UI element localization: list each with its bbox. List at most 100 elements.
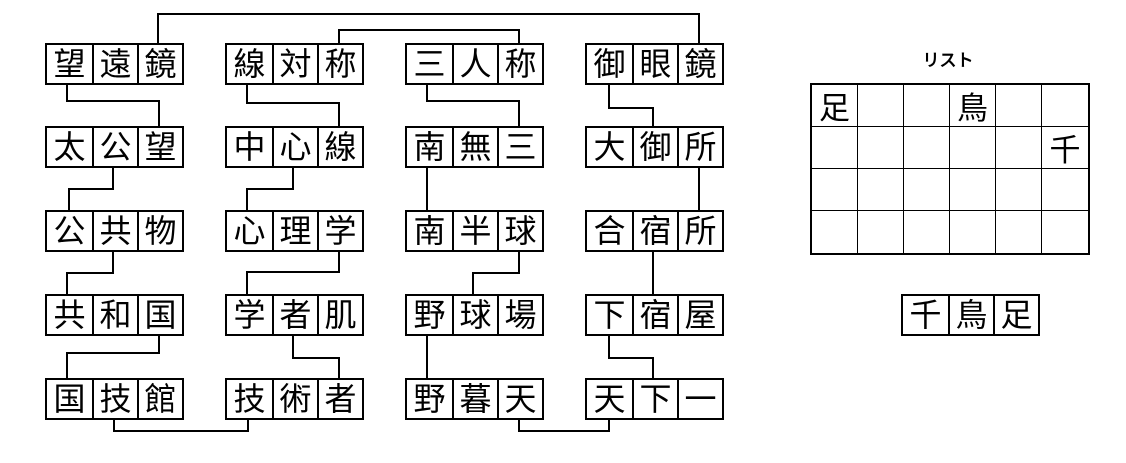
- kanji-cell: 一: [677, 380, 722, 418]
- list-cell[interactable]: 足: [812, 85, 858, 127]
- kanji-cell: 人: [452, 45, 497, 83]
- kanji-cell: 千: [909, 296, 942, 334]
- connector-gaku: [338, 252, 340, 273]
- word-box-gijutsusha: 技 術 者: [225, 378, 364, 420]
- connector-gi: [247, 420, 249, 432]
- word-box-kyouwakoku: 共 和 国: [45, 294, 184, 336]
- connector-kyuu: [518, 252, 520, 274]
- word-box-taikoubou: 太 公 望: [45, 126, 184, 168]
- list-cell[interactable]: [1042, 169, 1088, 211]
- connector-shin: [246, 188, 294, 190]
- word-box-yakyuujou: 野 球 場: [405, 294, 544, 336]
- list-cell[interactable]: 千: [1042, 127, 1088, 169]
- connector-ten: [518, 430, 610, 432]
- list-cell[interactable]: [950, 127, 996, 169]
- list-cell[interactable]: [858, 169, 904, 211]
- kanji-cell: 物: [137, 212, 182, 250]
- word-box-kokugikan: 国 技 館: [45, 378, 184, 420]
- connector-sen: [338, 102, 340, 126]
- connector-gi: [113, 420, 115, 432]
- connector-sha: [292, 336, 294, 359]
- kanji-cell: 対: [272, 45, 317, 83]
- connector-kagami-riser-left: [157, 13, 159, 43]
- kanji-cell: 心: [233, 212, 266, 250]
- list-cell[interactable]: [812, 169, 858, 211]
- list-cell[interactable]: [904, 169, 950, 211]
- connector-sha: [292, 357, 340, 359]
- list-cell[interactable]: [996, 169, 1042, 211]
- kanji-cell: 御: [632, 128, 677, 166]
- connector-minami: [426, 168, 428, 210]
- word-box-minamihankyuu: 南 半 球: [405, 210, 544, 252]
- kanji-cell: 御: [593, 45, 626, 83]
- connector-gaku: [246, 271, 340, 273]
- kanji-cell: 宿: [632, 296, 677, 334]
- kanji-cell: 肌: [317, 296, 362, 334]
- kanji-cell: 無: [452, 128, 497, 166]
- list-cell[interactable]: [858, 211, 904, 253]
- kanji-cell: 線: [233, 45, 266, 83]
- word-box-namusan: 南 無 三: [405, 126, 544, 168]
- kanji-cell: 者: [272, 296, 317, 334]
- connector-san: [518, 100, 520, 126]
- connector-kyou: [66, 272, 114, 274]
- answer-word-box: 千 鳥 足: [901, 294, 1040, 336]
- list-cell[interactable]: [812, 211, 858, 253]
- connector-kou: [112, 168, 114, 190]
- kanji-cell: 共: [92, 212, 137, 250]
- list-title: リスト: [922, 51, 974, 71]
- list-cell[interactable]: [1042, 85, 1088, 127]
- word-box-yaboten: 野 暮 天: [405, 378, 544, 420]
- kanji-cell: 南: [413, 212, 446, 250]
- kanji-cell: 術: [272, 380, 317, 418]
- connector-bou: [66, 100, 160, 102]
- list-cell[interactable]: [812, 127, 858, 169]
- word-box-sentaishou: 線 対 称: [225, 43, 364, 85]
- kanji-cell: 所: [677, 128, 722, 166]
- connector-ten: [608, 420, 610, 432]
- kanji-cell: 和: [92, 296, 137, 334]
- list-cell[interactable]: [904, 85, 950, 127]
- list-cell[interactable]: [904, 127, 950, 169]
- kanji-cell: 下: [593, 296, 626, 334]
- list-cell[interactable]: [904, 211, 950, 253]
- kanji-cell: 技: [92, 380, 137, 418]
- kanji-cell: 称: [317, 45, 362, 83]
- connector-koku: [66, 352, 160, 354]
- kanji-cell: 三: [497, 128, 542, 166]
- connector-kyou: [66, 272, 68, 294]
- list-cell[interactable]: 鳥: [950, 85, 996, 127]
- list-cell[interactable]: [1042, 211, 1088, 253]
- list-cell[interactable]: [950, 211, 996, 253]
- connector-gaku: [246, 271, 248, 294]
- kanji-cell: 球: [497, 212, 542, 250]
- list-cell[interactable]: [996, 85, 1042, 127]
- connector-bou: [66, 85, 68, 102]
- list-cell[interactable]: [996, 211, 1042, 253]
- connector-ya: [426, 336, 428, 378]
- kanji-cell: 公: [53, 212, 86, 250]
- kanji-list-grid: 足 鳥 千: [810, 83, 1090, 255]
- kanji-cell: 共: [53, 296, 86, 334]
- connector-sen: [246, 102, 340, 104]
- kanji-cell: 野: [413, 380, 446, 418]
- connector-shita: [608, 336, 610, 359]
- kanji-cell: 下: [632, 380, 677, 418]
- list-cell[interactable]: [858, 127, 904, 169]
- connector-go: [652, 107, 654, 126]
- list-cell[interactable]: [950, 169, 996, 211]
- list-cell[interactable]: [858, 85, 904, 127]
- connector-shita: [652, 357, 654, 378]
- kanji-cell: 足: [993, 296, 1038, 334]
- kanji-cell: 鏡: [677, 45, 722, 83]
- list-cell[interactable]: [996, 127, 1042, 169]
- kanji-cell: 合: [593, 212, 626, 250]
- connector-kyuu: [472, 272, 474, 294]
- kanji-cell: 宿: [632, 212, 677, 250]
- connector-ten: [518, 420, 520, 432]
- connector-koku: [66, 352, 68, 378]
- kanji-cell: 公: [92, 128, 137, 166]
- kanji-cell: 球: [452, 296, 497, 334]
- kanji-cell: 中: [233, 128, 266, 166]
